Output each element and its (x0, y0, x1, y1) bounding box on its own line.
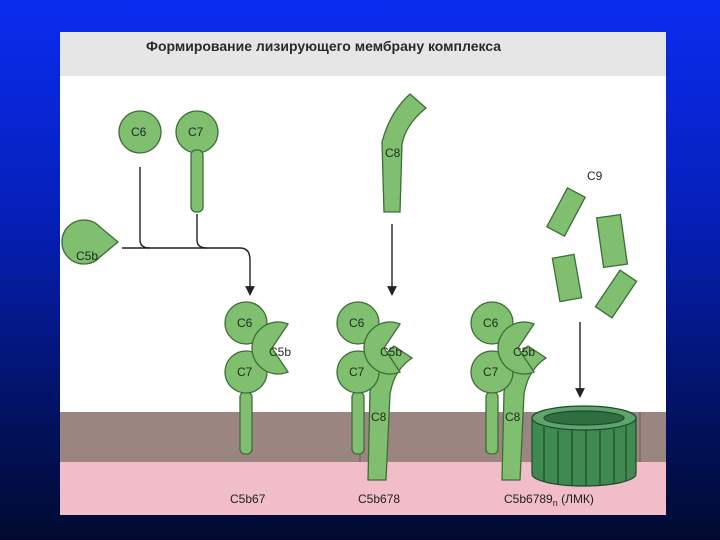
slide-panel: Формирование лизирующего мембрану компле… (60, 32, 666, 515)
free-c6: C6 (119, 111, 161, 153)
c9-label: C9 (587, 169, 603, 183)
stage2-c8-label: C8 (371, 410, 387, 424)
stage3-caption: C5b6789n (ЛМК) (504, 492, 594, 508)
stage2-c6-label: C6 (349, 316, 365, 330)
stage2-caption: C5b678 (358, 492, 400, 506)
c8-label: C8 (385, 146, 401, 160)
c5b-label: C5b (76, 249, 98, 263)
assembly-arrows (122, 167, 250, 294)
stage3-c6-label: C6 (483, 316, 499, 330)
stage3-c7-label: C7 (483, 365, 499, 379)
stage3-caption-main: C5b6789 (504, 492, 553, 506)
c7-label: C7 (188, 125, 204, 139)
c6-label: C6 (131, 125, 147, 139)
stage3-c8-label: C8 (505, 410, 521, 424)
stage2-c7-label: C7 (349, 365, 365, 379)
c9-pore (532, 406, 636, 486)
free-c5b: C5b (62, 220, 118, 264)
free-c8: C8 (382, 94, 426, 212)
stage3-c5b-label: C5b (513, 345, 535, 359)
stage1-c7-label: C7 (237, 365, 253, 379)
mac-formation-diagram: C6 C7 C5b C8 C9 (60, 32, 666, 515)
stage1-c6-label: C6 (237, 316, 253, 330)
free-c7: C7 (176, 111, 218, 212)
stage1-c5b-label: C5b (269, 345, 291, 359)
stage1-caption: C5b67 (230, 492, 266, 506)
stage3-caption-tail: (ЛМК) (558, 492, 594, 506)
free-c9-fragments: C9 (547, 169, 637, 318)
stage2-c5b-label: C5b (380, 345, 402, 359)
